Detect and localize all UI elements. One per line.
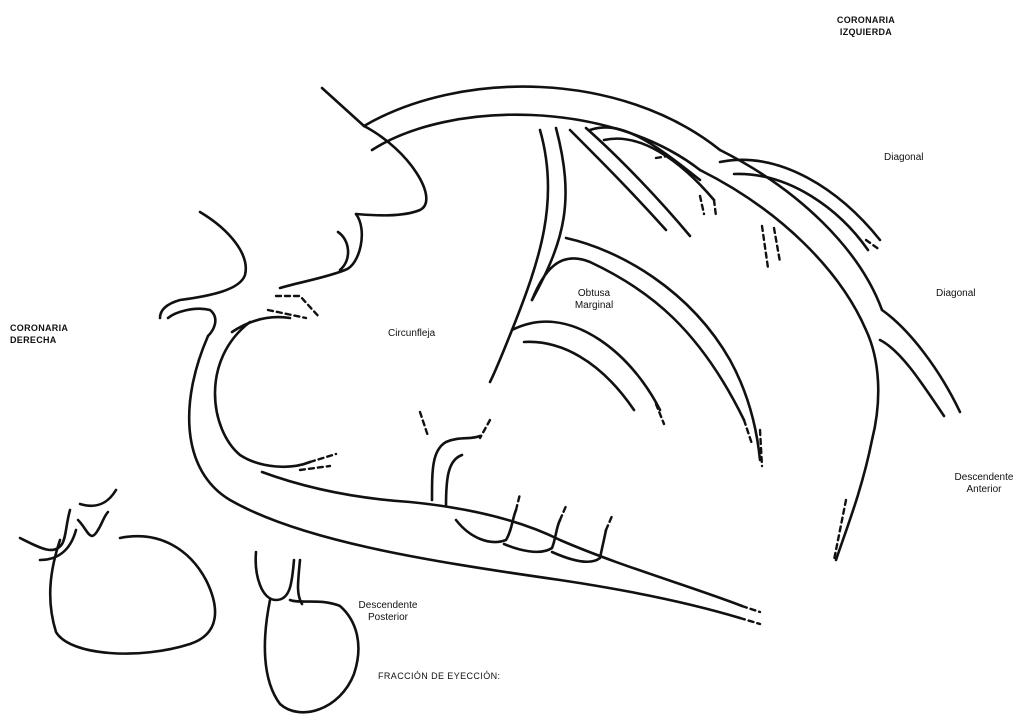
- obtuse-marginal-label-line1: Obtusa: [554, 288, 634, 300]
- posterior-descending-label: Descendente Posterior: [346, 600, 430, 624]
- right-coronary-artery: [189, 317, 760, 624]
- right-coronary-label-line2: DERECHA: [10, 334, 68, 346]
- ejection-fraction-label: FRACCIÓN DE EYECCIÓN:: [378, 670, 500, 682]
- left-coronary-label: CORONARIA IZQUIERDA: [826, 14, 906, 38]
- anterior-descending-label-line2: Anterior: [938, 484, 1030, 496]
- right-coronary-label: CORONARIA DERECHA: [10, 322, 68, 346]
- posterior-descending-label-line1: Descendente: [346, 600, 430, 612]
- aortic-root: [280, 126, 426, 288]
- ventriculogram-small: [20, 490, 215, 654]
- diagonal-lower-label: Diagonal: [936, 288, 975, 300]
- anterior-descending-artery: [700, 150, 960, 560]
- diagonal-branches: [570, 127, 880, 268]
- anterior-descending-label-line1: Descendente: [938, 472, 1030, 484]
- ventriculogram-second: [256, 552, 359, 712]
- diagonal-upper-label: Diagonal: [884, 152, 923, 164]
- anterior-descending-label: Descendente Anterior: [938, 472, 1030, 496]
- obtuse-marginal-label: Obtusa Marginal: [554, 288, 634, 312]
- circumflex-label: Circunfleja: [388, 328, 435, 340]
- left-coronary-label-line1: CORONARIA: [826, 14, 906, 26]
- right-coronary-ostium: [160, 212, 320, 336]
- left-coronary-label-line2: IZQUIERDA: [826, 26, 906, 38]
- posterior-descending-label-line2: Posterior: [346, 612, 430, 624]
- obtuse-marginal-label-line2: Marginal: [554, 300, 634, 312]
- right-coronary-label-line1: CORONARIA: [10, 322, 68, 334]
- posterior-branches: [420, 412, 612, 562]
